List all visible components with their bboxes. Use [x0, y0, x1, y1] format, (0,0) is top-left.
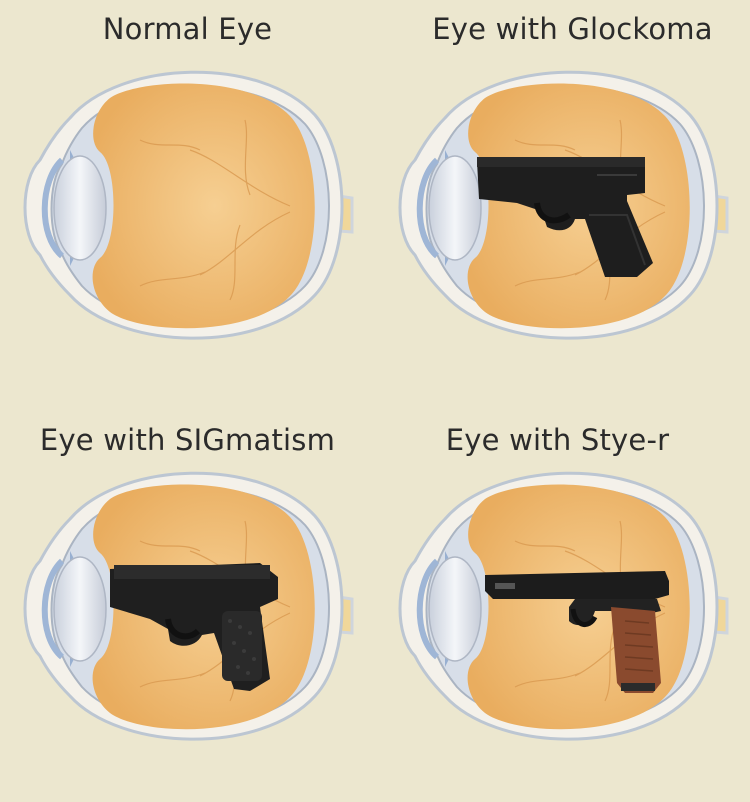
steyr-pistol-icon [485, 571, 669, 693]
sig-pistol-icon [110, 563, 278, 691]
panel-glaucoma-eye: Eye with Glockoma [375, 0, 750, 401]
panel-caption: Eye with Stye-r [445, 423, 670, 457]
eye-diagram-icon [375, 401, 750, 802]
panel-caption: Eye with SIGmatism [39, 423, 336, 457]
panel-caption: Normal Eye [102, 12, 273, 46]
eye-diagram-icon [375, 0, 750, 401]
eye-diagram-icon [0, 0, 375, 401]
glock-pistol-icon [477, 157, 653, 277]
panel-stye-eye: Eye with Stye-r [375, 401, 750, 802]
panel-normal-eye: Normal Eye [0, 0, 375, 401]
panel-caption: Eye with Glockoma [432, 12, 713, 46]
eye-diagram-icon [0, 401, 375, 802]
panel-sigmatism-eye: Eye with SIGmatism [0, 401, 375, 802]
